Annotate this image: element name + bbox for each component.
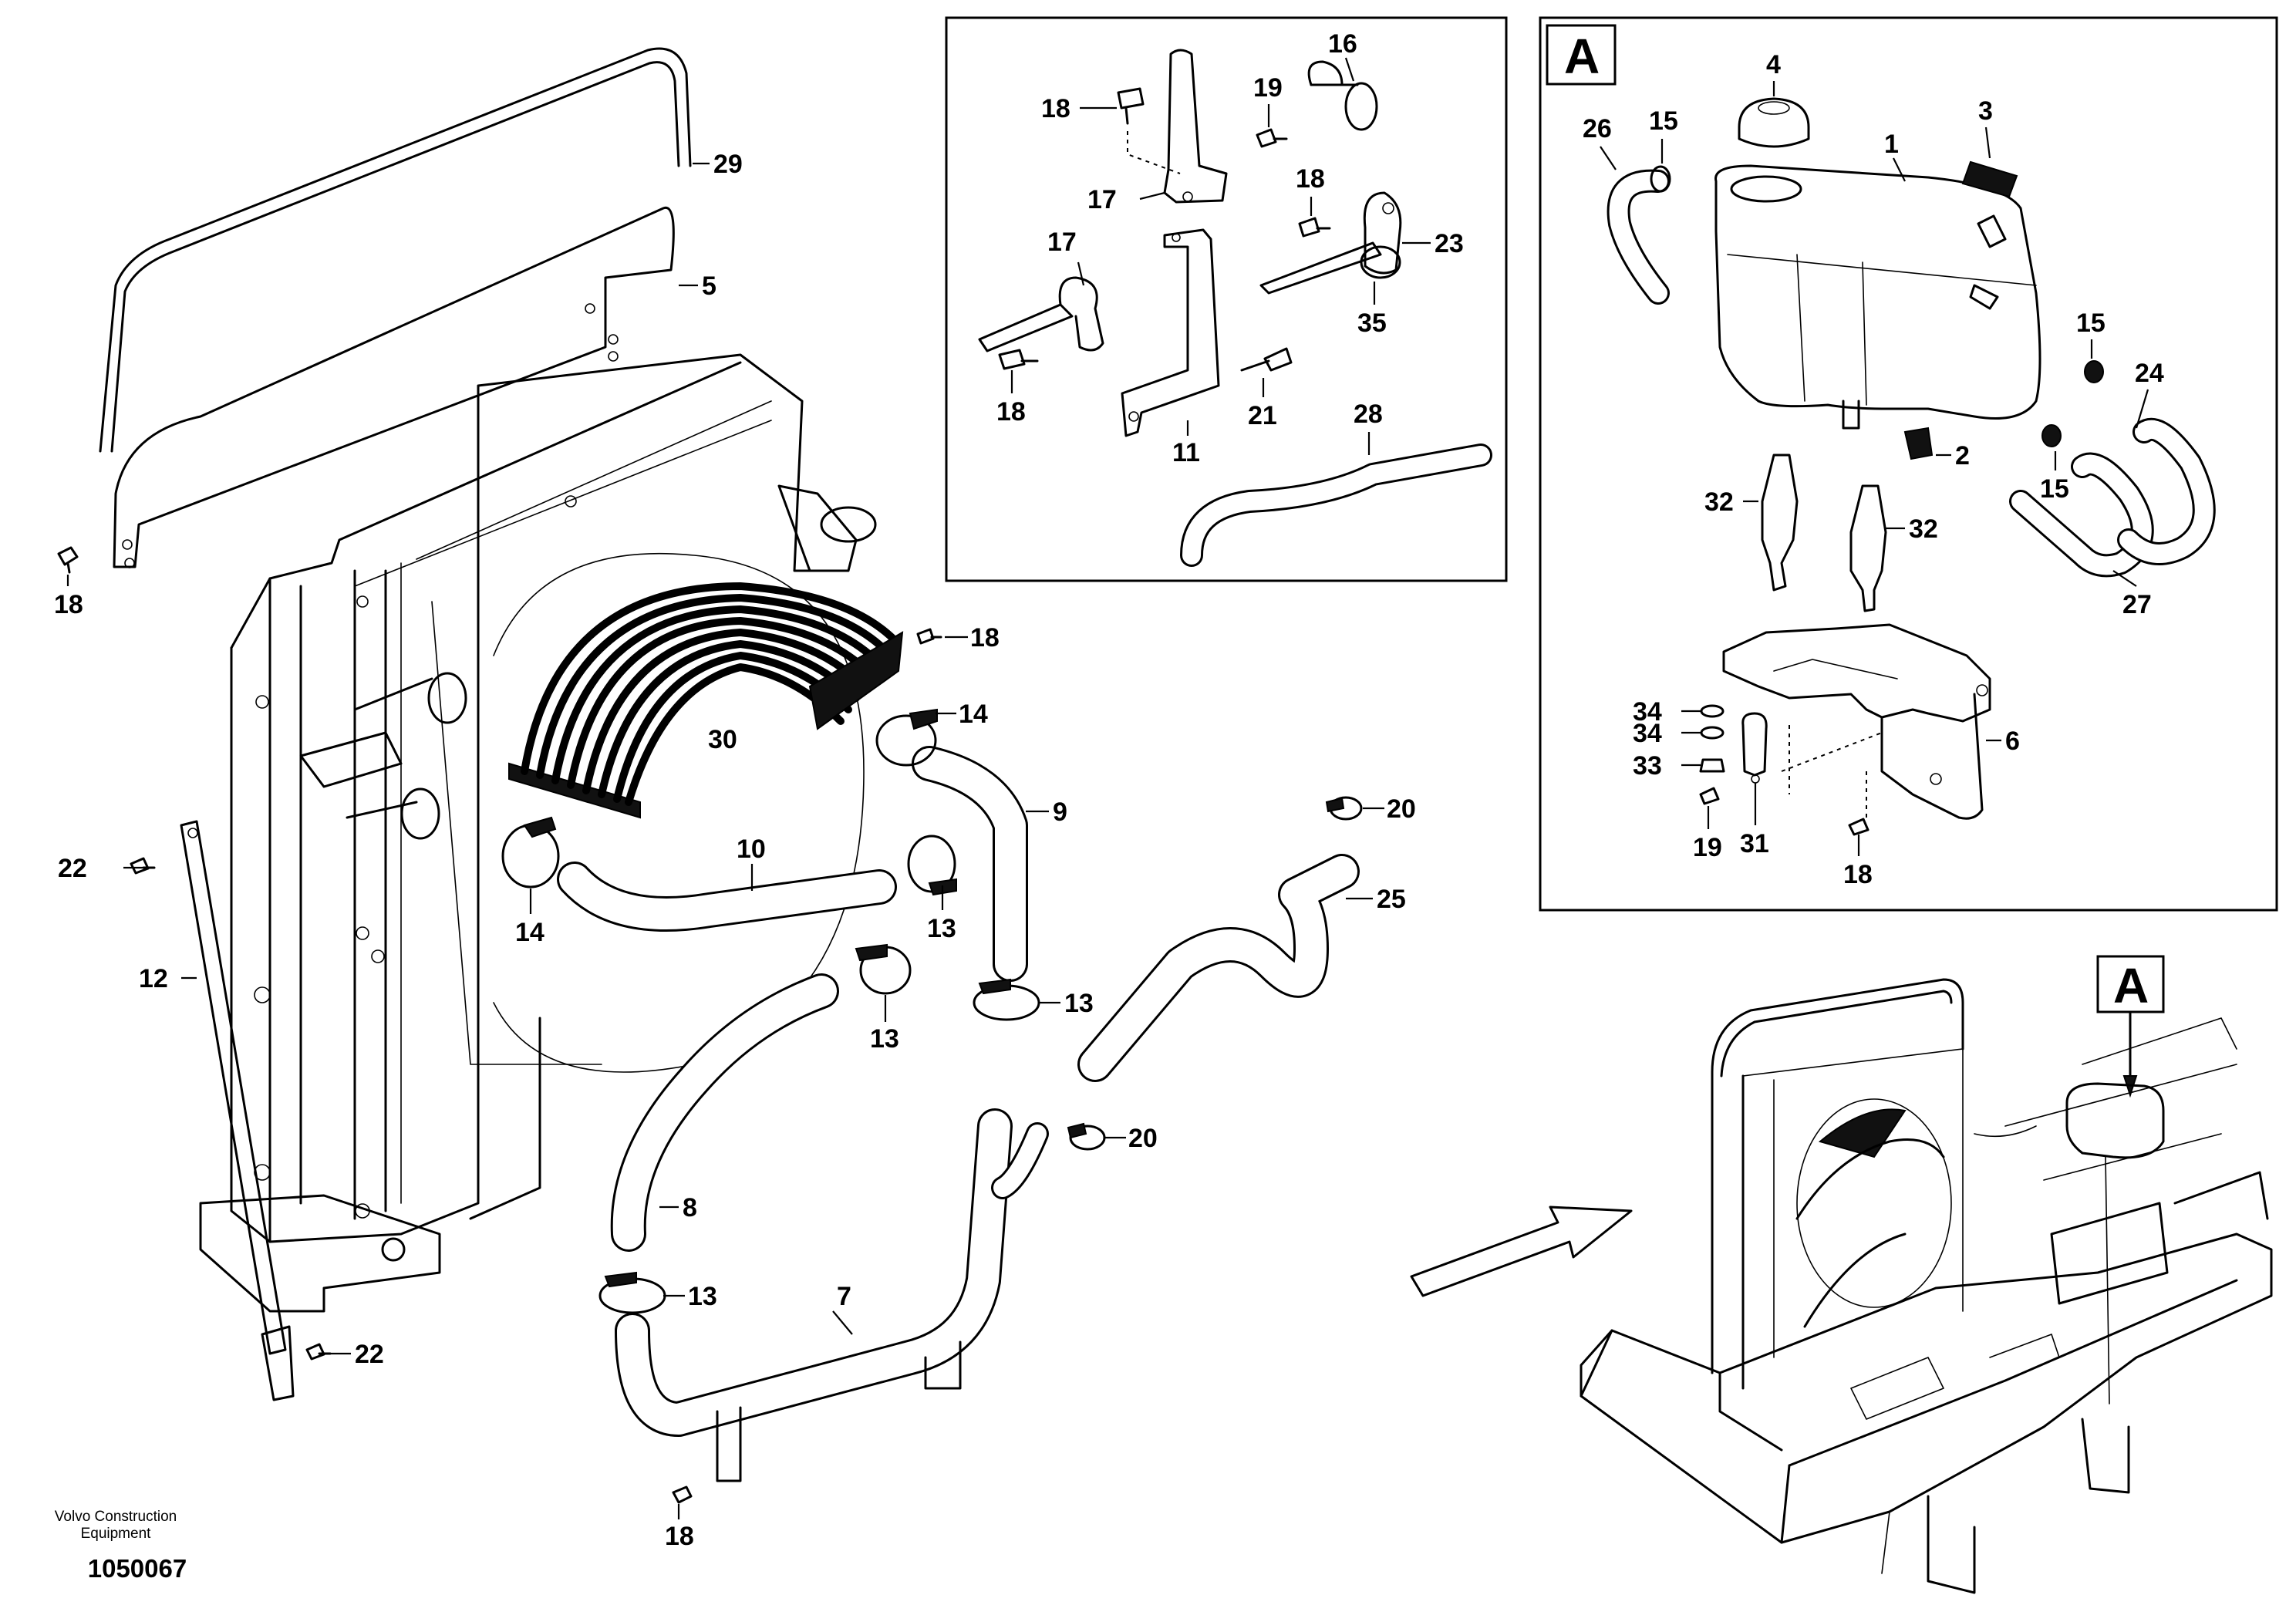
detail-marker-a: A: [1564, 29, 1600, 84]
label-17: 17: [1047, 228, 1077, 257]
expansion-tank-1: [1714, 164, 2041, 420]
label-22: 22: [58, 854, 87, 883]
label-15: 15: [2076, 309, 2106, 338]
bolt-18-fan: [916, 628, 942, 645]
radiator-assembly: [99, 47, 904, 1313]
footer: Volvo Construction Equipment 1050067: [55, 1509, 187, 1583]
document-number: 1050067: [88, 1554, 187, 1583]
support-rod-12: [180, 820, 287, 1355]
label-9: 9: [1053, 798, 1067, 827]
label-7: 7: [837, 1282, 851, 1311]
label-18: 18: [54, 590, 83, 619]
label-15: 15: [1649, 106, 1678, 136]
label-17: 17: [1087, 185, 1117, 214]
label-4: 4: [1766, 50, 1781, 79]
hose-clamp-13-b: [855, 943, 912, 995]
label-19: 19: [1253, 73, 1283, 103]
bolt-22-top: [130, 857, 156, 875]
part-labels: 29 5 18 18 30 14 14 9 10 13 13 13 13 12 …: [54, 29, 2164, 1551]
label-22: 22: [355, 1340, 384, 1369]
hook-bracket-17: [1163, 49, 1228, 204]
fan-shroud: [493, 552, 865, 1073]
label-35: 35: [1357, 309, 1387, 338]
label-3: 3: [1978, 96, 1993, 126]
label-11: 11: [1172, 438, 1200, 467]
hose-clamp-13-c: [973, 978, 1040, 1021]
label-27: 27: [2122, 590, 2152, 619]
label-26: 26: [1583, 114, 1612, 143]
label-32: 32: [1704, 487, 1734, 517]
brand-name-line2: Equipment: [81, 1526, 152, 1542]
label-13: 13: [870, 1024, 899, 1054]
hose-clamp-13-d: [598, 1271, 666, 1314]
hose-10: [557, 862, 897, 932]
overview-marker-a: A: [2113, 958, 2149, 1013]
label-18: 18: [1041, 94, 1070, 123]
label-5: 5: [702, 271, 716, 301]
label-20: 20: [1387, 794, 1416, 824]
leader-lines: [66, 57, 2149, 1519]
bolt-18-bottom: [672, 1485, 693, 1504]
detail-a-panel: [1539, 16, 2278, 912]
bracket-detail-panel: [945, 16, 1508, 582]
label-13: 13: [1064, 989, 1094, 1018]
filler-cap-4: [1738, 97, 1810, 148]
hose-25: [1077, 854, 1360, 1082]
tube-7: [615, 1108, 1049, 1482]
brand-name-line1: Volvo Construction: [55, 1509, 177, 1525]
label-20: 20: [1128, 1124, 1158, 1153]
view-direction-arrow: [1410, 1206, 1633, 1297]
label-18: 18: [1296, 164, 1325, 194]
shroud-plate-5: [113, 206, 675, 568]
label-18: 18: [665, 1522, 694, 1551]
label-31: 31: [1740, 829, 1769, 858]
label-13: 13: [927, 914, 956, 943]
label-14: 14: [515, 918, 544, 947]
label-1: 1: [1884, 130, 1899, 159]
label-16: 16: [1328, 29, 1357, 59]
label-21: 21: [1248, 401, 1277, 430]
label-18: 18: [970, 623, 1000, 653]
label-30: 30: [708, 725, 737, 754]
label-14: 14: [959, 700, 988, 729]
machine-overview: [1410, 955, 2273, 1594]
label-28: 28: [1354, 400, 1383, 429]
label-24: 24: [2135, 359, 2164, 388]
label-34: 34: [1633, 697, 1662, 727]
hose-9: [912, 746, 1028, 982]
hose-clamp-20-bottom: [1067, 1122, 1106, 1151]
label-10: 10: [737, 835, 766, 864]
hose-clamp-14-right: [875, 708, 938, 767]
support-bracket-11: [1121, 228, 1220, 437]
label-32: 32: [1909, 514, 1938, 544]
cap-3: [1961, 160, 2018, 198]
label-25: 25: [1377, 885, 1406, 914]
label-6: 6: [2005, 727, 2020, 756]
radiator-core: [230, 353, 834, 1243]
label-2: 2: [1955, 441, 1970, 470]
label-34: 34: [1633, 719, 1662, 748]
fan-guard-30: [508, 582, 904, 819]
label-15: 15: [2040, 474, 2069, 504]
hose-clamp-20-top: [1325, 796, 1363, 821]
mounting-bracket-6: [1722, 623, 1991, 723]
label-8: 8: [683, 1193, 697, 1222]
label-23: 23: [1435, 229, 1464, 258]
label-13: 13: [688, 1282, 717, 1311]
hose-clamp-13-a: [907, 835, 957, 896]
label-33: 33: [1633, 751, 1662, 781]
label-29: 29: [713, 150, 743, 179]
label-19: 19: [1693, 833, 1722, 862]
hose-8: [610, 973, 839, 1252]
bolt-22-bottom: [305, 1343, 332, 1361]
bolt-18-left: [57, 546, 79, 574]
label-18: 18: [996, 397, 1026, 427]
label-12: 12: [139, 964, 168, 993]
hose-clamp-14-left: [501, 816, 560, 889]
frame-seal-29: [99, 47, 692, 453]
label-18: 18: [1843, 860, 1873, 889]
